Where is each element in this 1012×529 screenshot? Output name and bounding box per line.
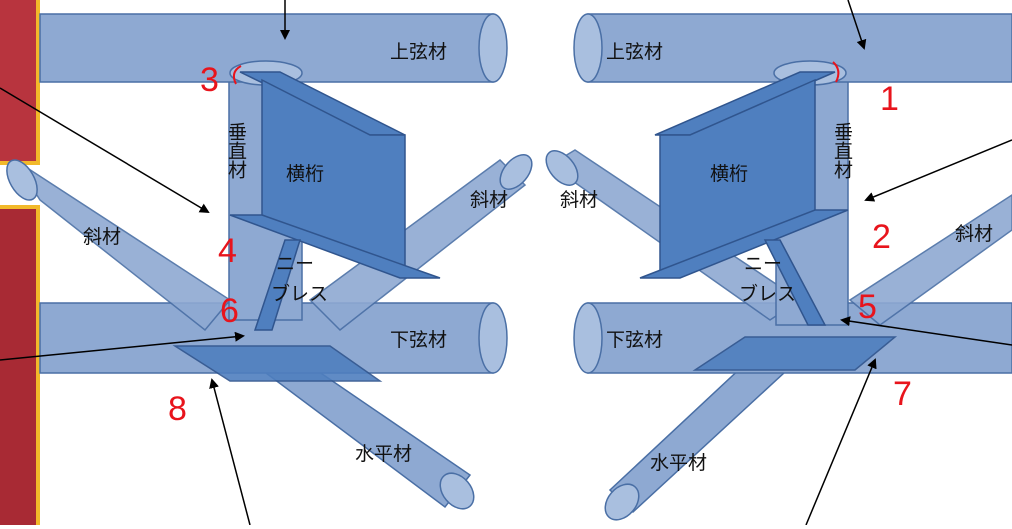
label-diagonal-left-outer: 斜材 bbox=[83, 226, 121, 248]
label-knee-brace-right-line2: ブレス bbox=[739, 282, 796, 305]
label-knee-brace-left-line2: ブレス bbox=[271, 282, 328, 305]
gusset-plate-left bbox=[172, 345, 383, 382]
weld-mark-1 bbox=[832, 61, 840, 83]
label-diagonal-right-inner: 斜材 bbox=[560, 189, 598, 211]
label-vertical-left: 垂直材 bbox=[225, 122, 247, 179]
label-diagonal-right-outer: 斜材 bbox=[955, 223, 993, 245]
arrow-to-vertical-left bbox=[0, 87, 210, 214]
label-knee-brace-left-line1: ニー bbox=[276, 253, 314, 275]
label-diagonal-left-inner: 斜材 bbox=[470, 189, 508, 211]
label-upper-chord-left: 上弦材 bbox=[390, 41, 447, 63]
gusset-plate-right bbox=[692, 336, 898, 371]
number-1: 1 bbox=[880, 80, 899, 118]
arrow-top-right bbox=[847, 0, 867, 50]
label-upper-chord-right: 上弦材 bbox=[606, 41, 663, 63]
photo-strip-upper bbox=[0, 0, 40, 165]
arrow-to-8 bbox=[209, 378, 251, 526]
number-3: 3 bbox=[200, 61, 219, 99]
number-5: 5 bbox=[858, 288, 877, 326]
knee-brace-left bbox=[253, 239, 302, 331]
number-7: 7 bbox=[893, 375, 912, 413]
arrow-to-6 bbox=[0, 331, 245, 361]
label-lower-chord-left: 下弦材 bbox=[390, 329, 447, 351]
label-horizontal-right: 水平材 bbox=[650, 452, 707, 474]
diagonal-outer-right bbox=[848, 194, 1012, 326]
label-crossbeam-right: 横桁 bbox=[710, 163, 748, 185]
label-knee-brace-right-line1: ニー bbox=[744, 253, 782, 275]
label-horizontal-left: 水平材 bbox=[355, 443, 412, 465]
number-8: 8 bbox=[168, 390, 187, 428]
diagonal-outer-left bbox=[6, 159, 232, 332]
horizontal-member-right bbox=[604, 348, 787, 521]
diagonal-inner-left bbox=[308, 154, 533, 332]
number-4: 4 bbox=[218, 232, 237, 270]
label-crossbeam-left: 横桁 bbox=[286, 163, 324, 185]
arrow-to-7 bbox=[805, 358, 877, 526]
crossbeam-left bbox=[229, 71, 441, 279]
crossbeam-right bbox=[639, 71, 849, 279]
arrow-to-5 bbox=[840, 316, 1012, 346]
label-vertical-right: 垂直材 bbox=[831, 122, 853, 179]
label-lower-chord-right: 下弦材 bbox=[606, 329, 663, 351]
knee-brace-right bbox=[763, 239, 827, 326]
photo-strip-lower bbox=[0, 205, 40, 525]
arrow-to-2 bbox=[864, 139, 1012, 202]
upper-chord-right bbox=[573, 13, 1012, 86]
weld-mark-3 bbox=[232, 65, 242, 85]
number-6: 6 bbox=[220, 292, 239, 330]
number-2: 2 bbox=[872, 218, 891, 256]
